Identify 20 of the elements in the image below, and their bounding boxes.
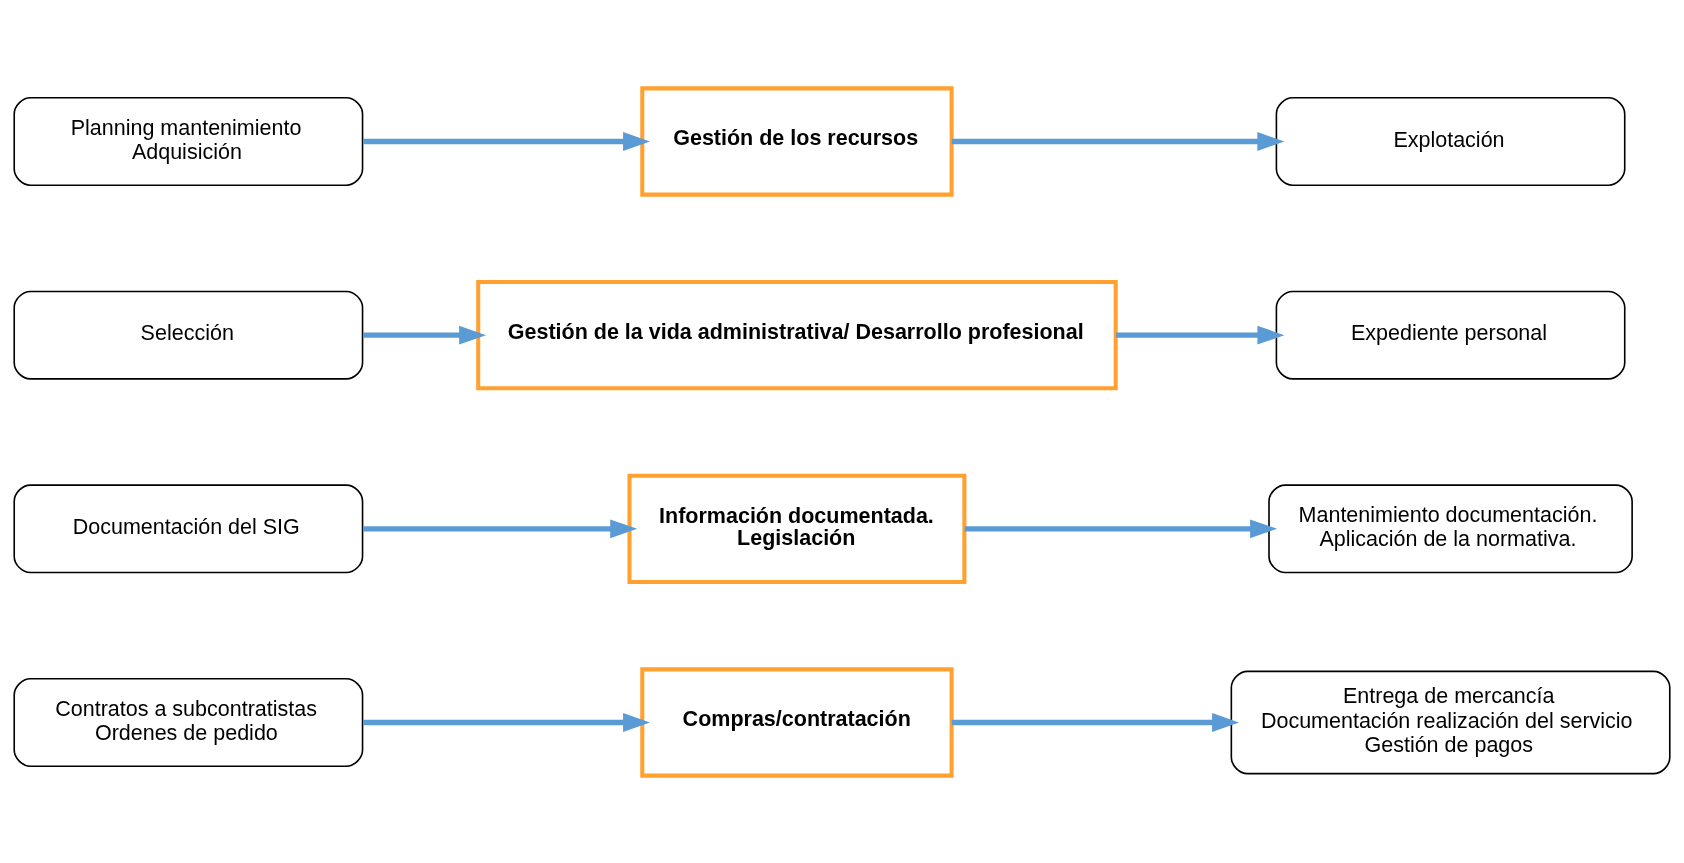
arrow — [951, 131, 1285, 151]
node-box: Mantenimiento documentación. Aplicación de la normativa. — [1268, 483, 1633, 573]
arrow — [1116, 325, 1285, 345]
node-box: Selección — [13, 290, 364, 380]
node-box: Contratos a subcontratistas Ordenes de pedido — [13, 677, 364, 767]
node-box: Información documentada. Legislación — [627, 473, 967, 584]
node-box: Explotación — [1275, 96, 1626, 186]
node-box: Gestión de la vida administrativa/ Desarrollo profesional — [476, 279, 1118, 390]
node-box: Expediente personal — [1275, 290, 1626, 380]
node-box: Entrega de mercancía Documentación realización del servicio Gestión de pagos — [1230, 670, 1671, 774]
arrow — [362, 131, 651, 151]
arrow — [964, 518, 1278, 538]
node-box: Compras/contratación — [640, 666, 954, 778]
arrow — [362, 325, 487, 345]
node-box: Gestión de los recursos — [640, 85, 954, 197]
arrow — [362, 712, 651, 732]
arrow — [362, 518, 638, 538]
arrow — [951, 712, 1240, 732]
node-box: Documentación del SIG — [13, 483, 364, 573]
node-box: Planning mantenimiento Adquisición — [13, 96, 364, 186]
